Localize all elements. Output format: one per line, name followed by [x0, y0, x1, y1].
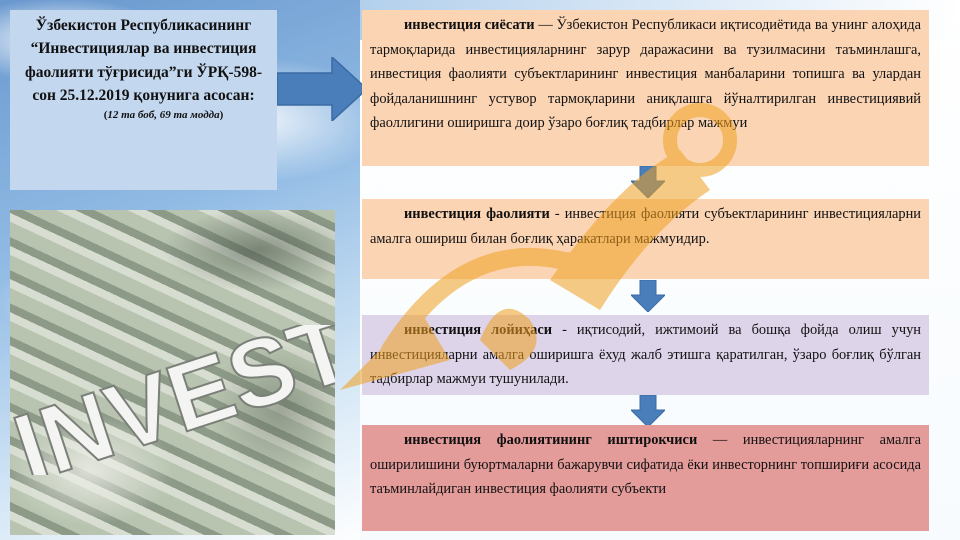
definition-term: инвестиция фаолияти [404, 206, 550, 222]
arrow-down-icon [631, 395, 665, 427]
definition-term: инвестиция сиёсати [404, 17, 535, 33]
arrow-down-icon [631, 280, 665, 312]
invest-money-photo: INVEST [10, 210, 335, 535]
title-main-text: Ўзбекистон Республикасининг “Инвестициял… [24, 17, 263, 104]
definition-investment-project: инвестиция лойиҳаси - иқтисодий, ижтимои… [362, 315, 929, 395]
invest-word-graphic: INVEST [10, 325, 335, 475]
definition-investment-participant: инвестиция фаолиятининг иштирокчиси — ин… [362, 425, 929, 531]
definition-investment-policy: инвестиция сиёсати — Ўзбекистон Республи… [362, 10, 929, 166]
definition-term: инвестиция лойиҳаси [404, 322, 553, 338]
definition-investment-activity: инвестиция фаолияти - инвестиция фаолият… [362, 199, 929, 279]
definition-term: инвестиция фаолиятининг иштирокчиси [404, 432, 698, 448]
definition-text: — Ўзбекистон Республикаси иқтисодиётида … [370, 17, 921, 132]
invest-word: INVEST [10, 325, 335, 475]
title-box: Ўзбекистон Республикасининг “Инвестициял… [10, 10, 277, 190]
title-note: (12 та боб, 69 та модда) [103, 109, 224, 122]
arrow-down-icon [631, 166, 665, 198]
arrow-right-icon [277, 57, 367, 121]
photo-shading [10, 210, 335, 535]
definition-text: — инвестицияларнинг амалга оширилишини б… [370, 432, 921, 498]
title-note-text: 12 та боб, 69 та модда [107, 109, 220, 122]
